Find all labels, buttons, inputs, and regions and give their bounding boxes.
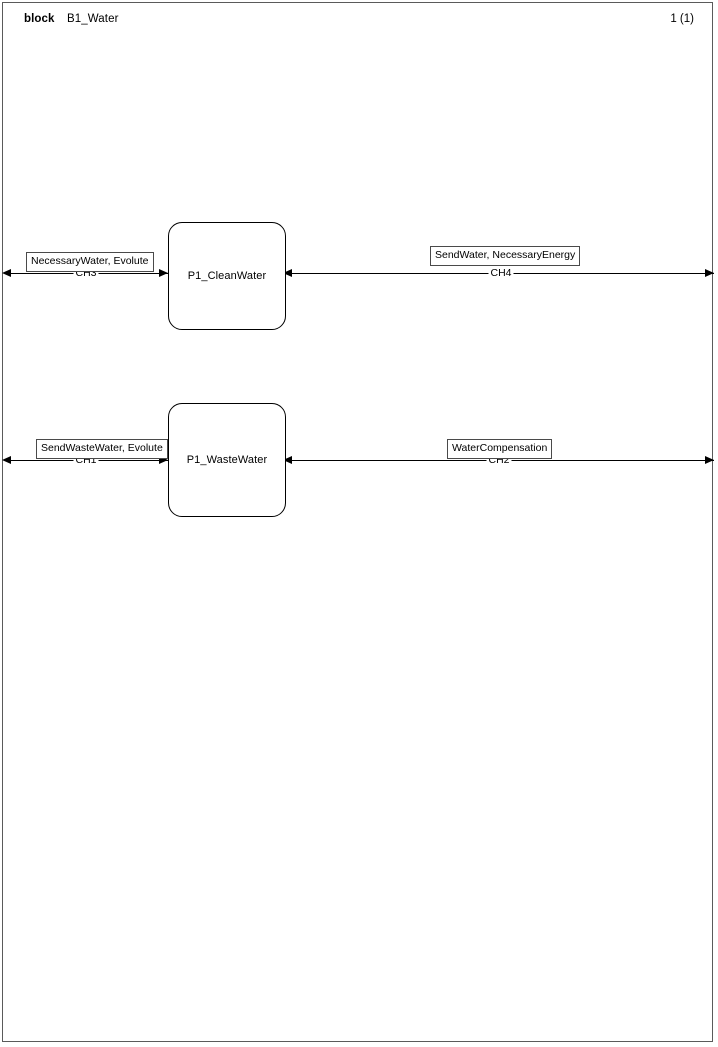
process-block-p1-wastewater[interactable]: P1_WasteWater <box>168 403 286 517</box>
header-element-name: B1_Water <box>67 13 119 25</box>
arrowhead-ch1-left <box>2 455 11 464</box>
process-block-label: P1_CleanWater <box>187 270 267 282</box>
channel-name-ch1: CH1 <box>73 454 99 466</box>
arrowhead-ch3-left <box>2 268 11 277</box>
header-element-kind: block <box>24 13 55 25</box>
channel-name-ch3: CH3 <box>73 267 99 279</box>
channel-name-ch2: CH2 <box>486 454 512 466</box>
process-block-p1-cleanwater[interactable]: P1_CleanWater <box>168 222 286 330</box>
arrowhead-ch2-right <box>705 455 714 464</box>
arrowhead-ch1-right <box>159 455 168 464</box>
arrowhead-ch2-left <box>283 455 292 464</box>
arrowhead-ch4-right <box>705 268 714 277</box>
page-header: block B1_Water 1 (1) <box>0 13 718 33</box>
arrowhead-ch3-right <box>159 268 168 277</box>
flow-label-ch3[interactable]: NecessaryWater, Evolute <box>26 252 154 272</box>
arrowhead-ch4-left <box>283 268 292 277</box>
flow-label-ch1[interactable]: SendWasteWater, Evolute <box>36 439 168 459</box>
header-page-number: 1 (1) <box>670 13 694 25</box>
flow-label-ch4[interactable]: SendWater, NecessaryEnergy <box>430 246 581 266</box>
flow-label-ch2[interactable]: WaterCompensation <box>447 439 553 459</box>
process-block-label: P1_WasteWater <box>186 454 268 466</box>
channel-name-ch4: CH4 <box>488 267 514 279</box>
